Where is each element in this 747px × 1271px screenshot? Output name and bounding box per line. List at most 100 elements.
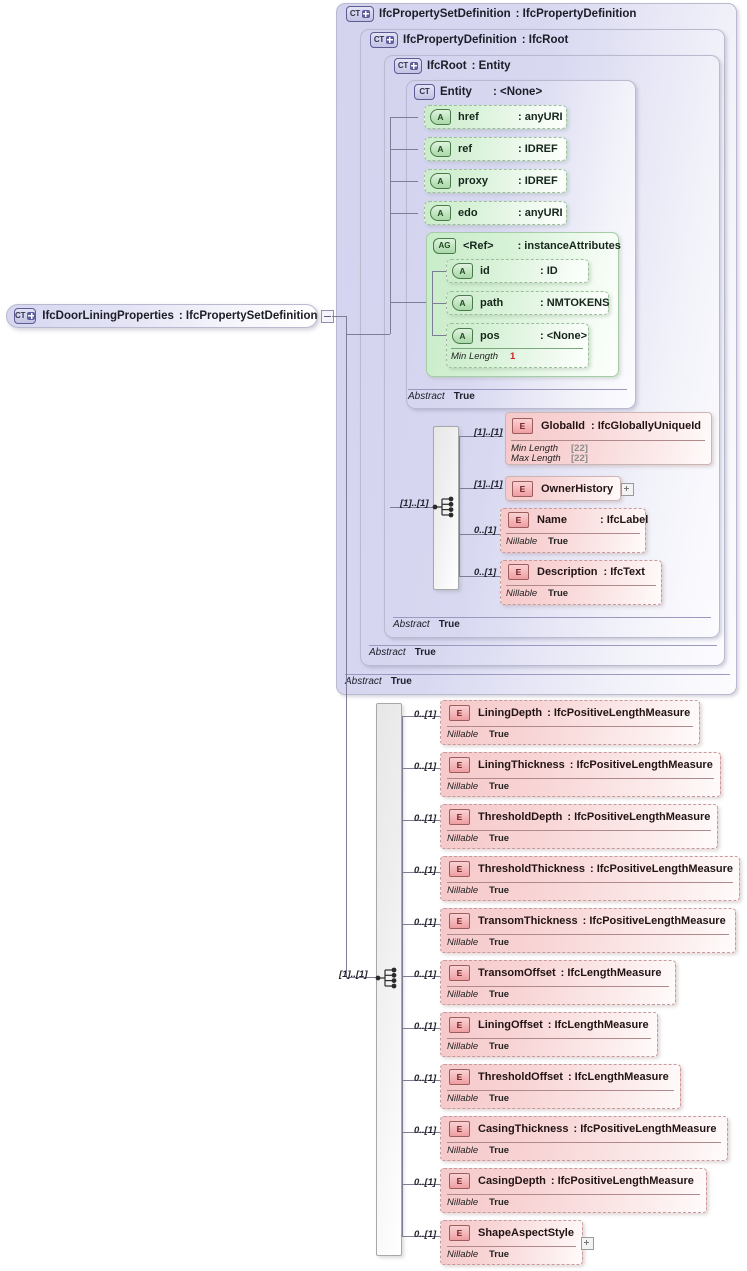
- element-thresholdoffset[interactable]: [440, 1064, 681, 1109]
- facet-nillable: Nillable True: [447, 937, 509, 948]
- expand-plus-icon[interactable]: [581, 1237, 594, 1250]
- element-globalid[interactable]: [505, 412, 712, 465]
- element-header-transomoffset: E TransomOffset : IfcLengthMeasure: [449, 965, 662, 981]
- element-badge-icon: E: [512, 418, 533, 434]
- facet-value: True: [489, 1041, 510, 1052]
- connector: [346, 334, 347, 978]
- element-name: TransomThickness: [478, 915, 578, 927]
- facet-key: Nillable: [447, 1041, 479, 1052]
- attribute-href[interactable]: A href : anyURI: [424, 105, 567, 129]
- facet-value: True: [489, 833, 510, 844]
- element-type: : IfcLengthMeasure: [547, 1019, 649, 1031]
- attribute-edo[interactable]: A edo : anyURI: [424, 201, 567, 225]
- element-type: : IfcText: [603, 566, 645, 578]
- element-badge-icon: E: [449, 757, 470, 773]
- abstract-row-ifcpropertysetdefinition: Abstract True: [345, 674, 730, 687]
- element-badge-icon: E: [449, 913, 470, 929]
- facet-value: True: [489, 781, 510, 792]
- abstract-key: Abstract: [408, 391, 445, 402]
- root-element-type: : IfcPropertySetDefinition: [178, 310, 318, 322]
- complextype-badge-icon: CT: [370, 32, 398, 48]
- cardinality-root-sequence: [1]..[1]: [400, 498, 429, 509]
- element-casingthickness[interactable]: [440, 1116, 728, 1161]
- element-badge-icon: E: [449, 1121, 470, 1137]
- attribute-type: : <None>: [540, 330, 588, 342]
- attribute-proxy[interactable]: A proxy : IDREF: [424, 169, 567, 193]
- element-name: TransomOffset: [478, 967, 556, 979]
- element-badge-icon: E: [449, 1017, 470, 1033]
- attribute-group-header: AG <Ref> : instanceAttributes: [433, 238, 621, 254]
- element-header-liningoffset: E LiningOffset : IfcLengthMeasure: [449, 1017, 649, 1033]
- element-badge-icon: E: [512, 481, 533, 497]
- container-type: : <None>: [492, 86, 543, 98]
- element-name: LiningOffset: [478, 1019, 543, 1031]
- abstract-row-ifcroot: Abstract True: [393, 617, 711, 630]
- cardinality-thresholdoffset: 0..[1]: [414, 1073, 437, 1084]
- element-thresholddepth[interactable]: [440, 804, 718, 849]
- cardinality-casingdepth: 0..[1]: [414, 1177, 437, 1188]
- element-type: : IfcPositiveLengthMeasure: [589, 863, 734, 875]
- facet-value: True: [489, 1093, 510, 1104]
- connector: [390, 181, 418, 182]
- attribute-type: : NMTOKENS: [540, 297, 610, 309]
- element-transomthickness[interactable]: [440, 908, 736, 953]
- facet-value: True: [489, 1145, 510, 1156]
- container-header-ifcpropertydefinition: CT IfcPropertyDefinition : IfcRoot: [370, 32, 568, 48]
- facet-value: [22]: [571, 453, 588, 464]
- facet-value: True: [489, 885, 510, 896]
- container-header-entity: CT Entity : <None>: [414, 84, 542, 100]
- attribute-badge-icon: A: [430, 109, 451, 125]
- attribute-name: edo: [458, 207, 478, 219]
- facet-key: Min Length: [511, 443, 559, 454]
- element-name: ThresholdOffset: [478, 1071, 563, 1083]
- complextype-badge-icon: CT: [394, 58, 422, 74]
- element-thresholdthickness[interactable]: [440, 856, 740, 901]
- facet-nillable: Nillable True: [506, 588, 568, 599]
- sequence-icon: [375, 967, 397, 989]
- element-liningoffset[interactable]: [440, 1012, 658, 1057]
- element-casingdepth[interactable]: [440, 1168, 707, 1213]
- attribute-badge-icon: A: [430, 205, 451, 221]
- element-badge-icon: E: [508, 512, 529, 528]
- root-element-ifcdoorliningproperties[interactable]: CT IfcDoorLiningProperties : IfcProperty…: [6, 304, 318, 328]
- cardinality-thresholddepth: 0..[1]: [414, 813, 437, 824]
- divider: [447, 1090, 674, 1091]
- element-header-liningthickness: E LiningThickness : IfcPositiveLengthMea…: [449, 757, 713, 773]
- element-header-shapeaspectstyle: E ShapeAspectStyle: [449, 1225, 574, 1241]
- facet-nillable: Nillable True: [447, 989, 509, 1000]
- divider: [447, 882, 733, 883]
- facet-key: Nillable: [447, 1145, 479, 1156]
- cardinality-liningthickness: 0..[1]: [414, 761, 437, 772]
- facet-key: Nillable: [447, 781, 479, 792]
- container-type: : IfcPropertyDefinition: [515, 8, 637, 20]
- element-type: : IfcPositiveLengthMeasure: [582, 915, 726, 927]
- element-liningthickness[interactable]: [440, 752, 721, 797]
- connector: [402, 1184, 441, 1185]
- attribute-ref[interactable]: A ref : IDREF: [424, 137, 567, 161]
- connector: [390, 149, 418, 150]
- facet-nillable: Nillable True: [447, 1145, 509, 1156]
- facet-value: 1: [510, 351, 516, 362]
- facet-key: Nillable: [506, 536, 538, 547]
- element-liningdepth[interactable]: [440, 700, 700, 745]
- cardinality-transomoffset: 0..[1]: [414, 969, 437, 980]
- element-badge-icon: E: [449, 705, 470, 721]
- connector: [390, 213, 418, 214]
- facet-min-length: Min Length 1: [451, 351, 515, 362]
- element-name: LiningThickness: [478, 759, 565, 771]
- element-header-globalid: E GlobalId : IfcGloballyUniqueId: [512, 418, 701, 434]
- connector: [459, 576, 503, 577]
- attribute-type: : anyURI: [518, 111, 563, 123]
- attribute-path[interactable]: A path : NMTOKENS: [446, 291, 609, 315]
- cardinality-transomthickness: 0..[1]: [414, 917, 437, 928]
- element-transomoffset[interactable]: [440, 960, 676, 1005]
- container-label: IfcPropertyDefinition: [403, 34, 517, 46]
- attribute-id[interactable]: A id : ID: [446, 259, 589, 283]
- element-type: : IfcPositiveLengthMeasure: [573, 1123, 717, 1135]
- connector: [459, 534, 503, 535]
- connector: [390, 117, 391, 334]
- attribute-pos[interactable]: A pos : <None>: [446, 323, 589, 368]
- cardinality-main-sequence: [1]..[1]: [339, 969, 368, 980]
- sequence-bar: [433, 426, 459, 590]
- expand-plus-icon[interactable]: [621, 483, 634, 496]
